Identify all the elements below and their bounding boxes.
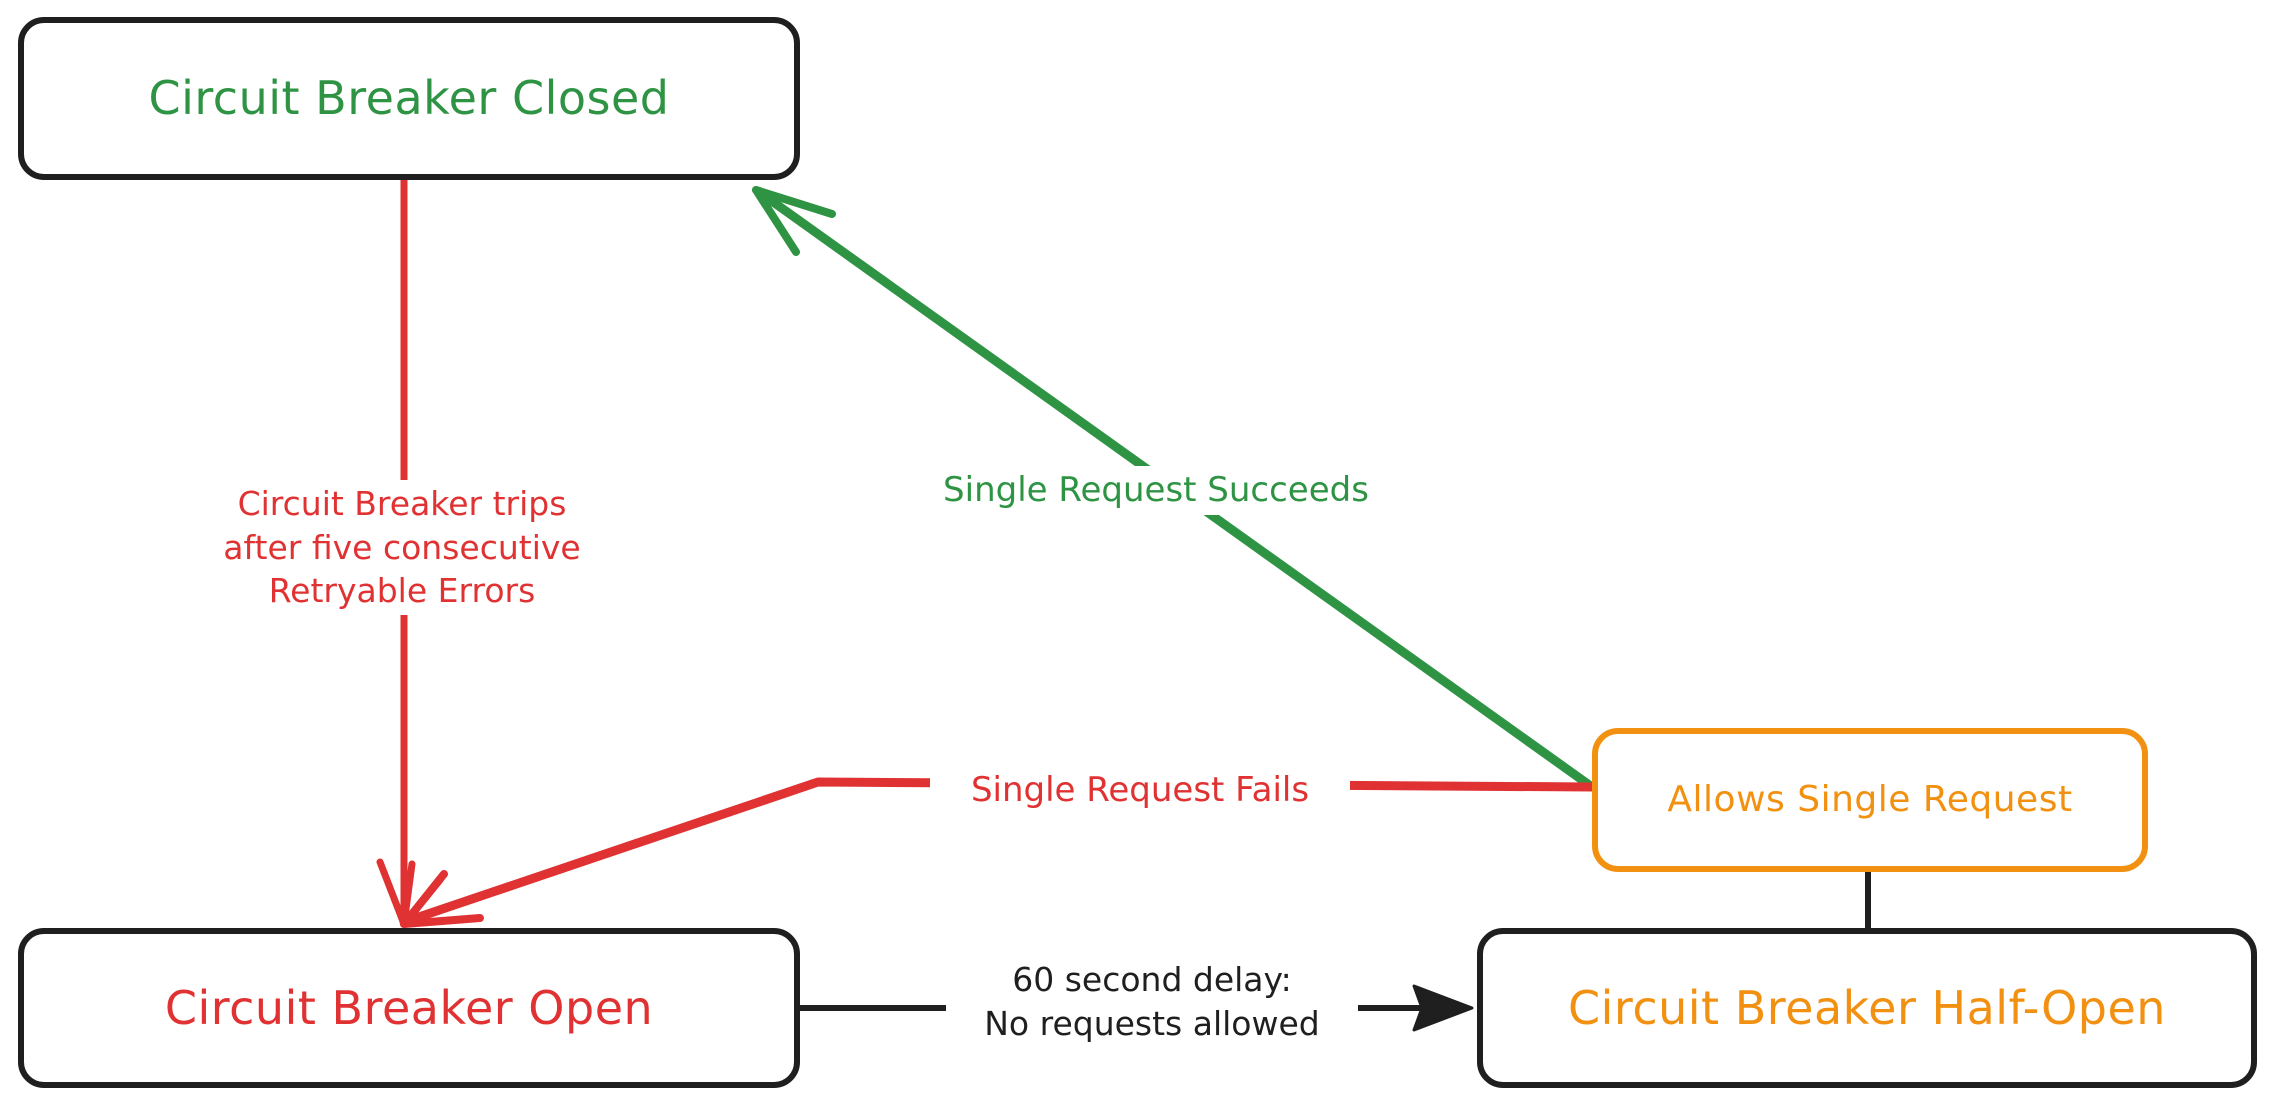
node-label-allows-single-request: Allows Single Request xyxy=(1667,779,2073,821)
node-allows-single-request[interactable]: Allows Single Request xyxy=(1592,728,2148,872)
edge-label-closed-to-open: Circuit Breaker trips after five consecu… xyxy=(172,480,632,615)
node-label-closed: Circuit Breaker Closed xyxy=(148,71,670,126)
node-label-open: Circuit Breaker Open xyxy=(164,980,654,1035)
node-circuit-breaker-closed[interactable]: Circuit Breaker Closed xyxy=(18,17,800,180)
node-label-half-open: Circuit Breaker Half-Open xyxy=(1568,980,2166,1035)
edge-label-allows-to-closed: Single Request Succeeds xyxy=(906,466,1406,515)
edge-label-allows-to-open: Single Request Fails xyxy=(930,766,1350,815)
node-circuit-breaker-open[interactable]: Circuit Breaker Open xyxy=(18,928,800,1088)
node-circuit-breaker-half-open[interactable]: Circuit Breaker Half-Open xyxy=(1477,928,2257,1088)
edge-label-open-to-half-open: 60 second delay: No requests allowed xyxy=(946,956,1358,1048)
